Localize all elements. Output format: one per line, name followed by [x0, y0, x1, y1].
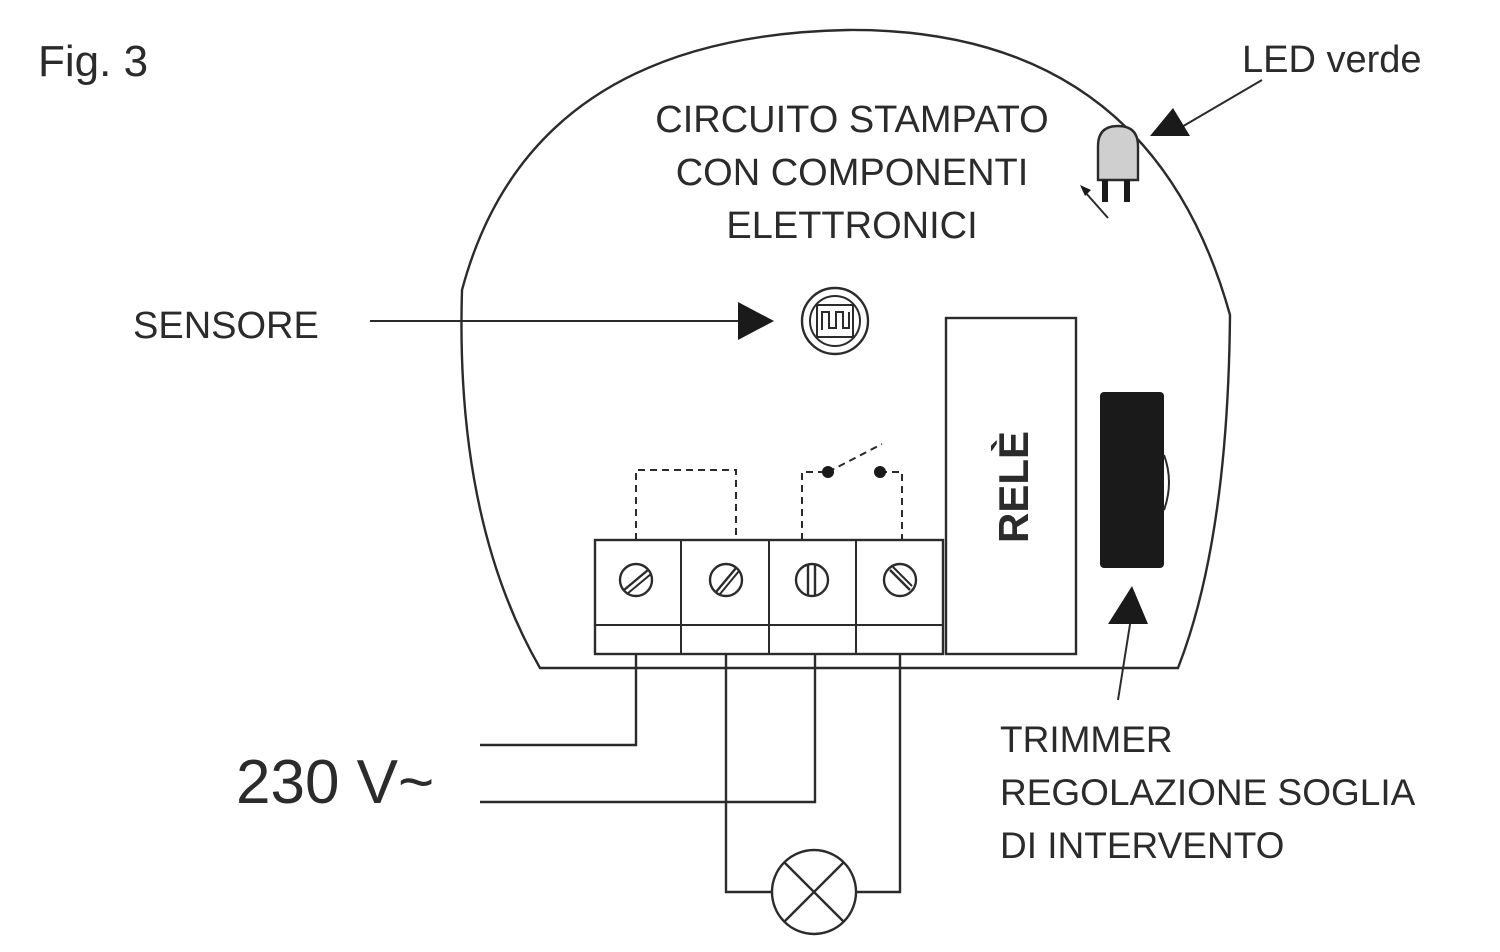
terminal-screw-icon	[618, 562, 654, 598]
supply-wire-2	[480, 654, 817, 804]
circuit-label-line2: CON COMPONENTI	[676, 152, 1029, 194]
voltage-label: 230 V~	[236, 748, 434, 817]
internal-bridge	[635, 469, 737, 540]
trimmer-label-line1: TRIMMER	[1000, 719, 1173, 760]
terminal-screw-icon	[882, 562, 918, 598]
device-housing	[460, 28, 1232, 670]
terminal-screw-icon	[708, 562, 744, 598]
terminal-block	[593, 538, 945, 656]
circuit-label-line3: ELETTRONICI	[726, 205, 977, 247]
relay-box	[944, 316, 1078, 656]
supply-wire-1	[480, 654, 638, 747]
lamp-icon	[770, 848, 858, 936]
trimmer-icon	[1100, 392, 1170, 568]
lamp-wire-right	[856, 654, 902, 894]
sensor-label: SENSORE	[133, 305, 319, 347]
circuit-label-line1: CIRCUITO STAMPATO	[655, 99, 1048, 141]
trimmer-label-line3: DI INTERVENTO	[1000, 825, 1284, 866]
light-sensor-icon	[800, 286, 870, 356]
figure-label: Fig. 3	[38, 37, 148, 86]
lamp-wire-left	[724, 654, 772, 894]
led-pointer-arrow	[1150, 79, 1263, 136]
led-icon	[1080, 124, 1140, 219]
relay-label: RELÈ	[990, 431, 1037, 543]
led-label: LED verde	[1242, 39, 1422, 81]
trimmer-label-line2: REGOLAZIONE SOGLIA	[1000, 772, 1416, 813]
trimmer-pointer-arrow	[1108, 586, 1148, 701]
sensor-pointer-arrow	[370, 302, 774, 340]
relay-contact-switch	[801, 443, 903, 540]
terminal-screw-icon	[794, 562, 830, 598]
